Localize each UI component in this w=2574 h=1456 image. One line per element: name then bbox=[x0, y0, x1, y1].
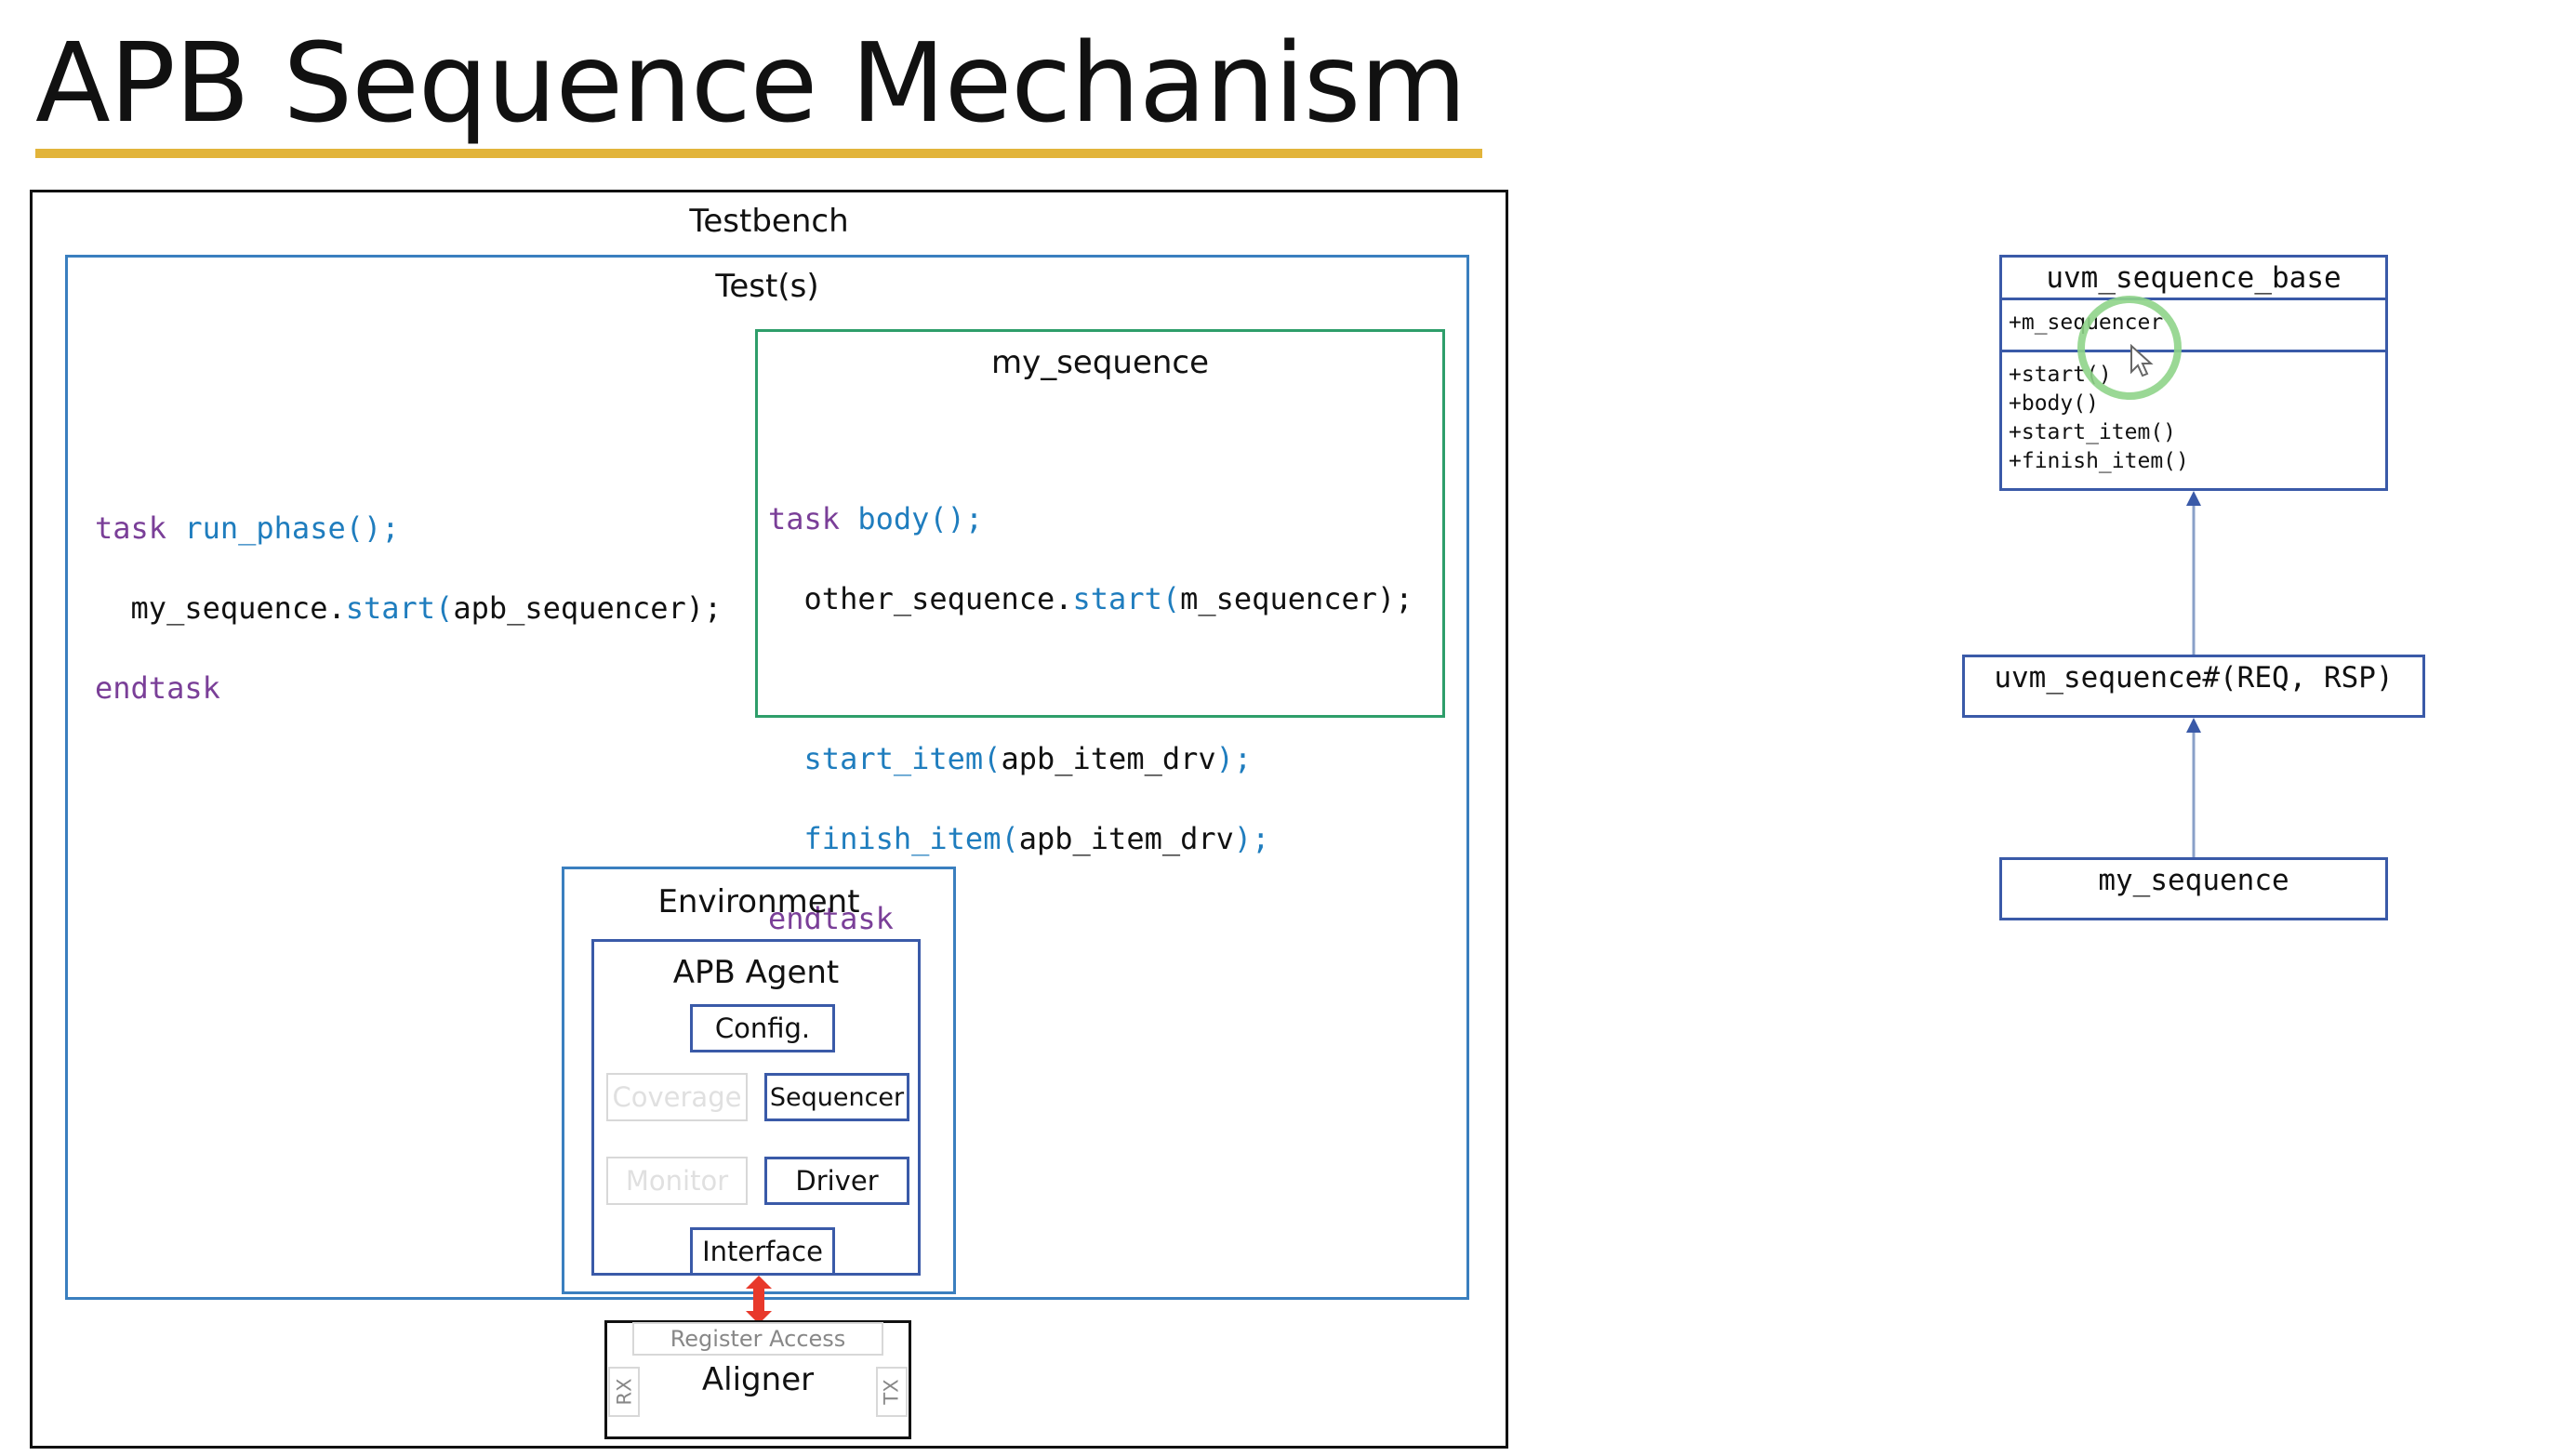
rx-port: RX bbox=[608, 1367, 640, 1417]
code-function: run_phase(); bbox=[184, 510, 400, 546]
uml-middle-name: uvm_sequence#(REQ, RSP) bbox=[1994, 661, 2394, 695]
code-line-endtask: endtask bbox=[95, 668, 722, 708]
monitor-block: Monitor bbox=[606, 1157, 748, 1205]
uml-base-class bbox=[1999, 255, 2388, 491]
uml-base-methods: +start() +body() +start_item() +finish_i… bbox=[2009, 361, 2189, 476]
inheritance-arrow-middle-to-base bbox=[2186, 491, 2201, 655]
driver-block: Driver bbox=[764, 1157, 909, 1205]
code-argument: apb_item_drv bbox=[1001, 741, 1216, 776]
inheritance-arrow-child-to-middle bbox=[2186, 718, 2201, 857]
my-sequence-label: my_sequence bbox=[990, 344, 1210, 381]
mouse-cursor-icon bbox=[2130, 344, 2154, 377]
code-end: ); bbox=[1233, 821, 1270, 856]
uml-child-name: my_sequence bbox=[2098, 864, 2289, 897]
code-object: my_sequence. bbox=[130, 590, 346, 626]
coverage-block: Coverage bbox=[606, 1073, 748, 1121]
code-keyword: task bbox=[95, 510, 167, 546]
uml-base-divider-1 bbox=[1999, 298, 2388, 300]
code-end: ); bbox=[1377, 581, 1413, 616]
code-argument: apb_item_drv bbox=[1018, 821, 1234, 856]
uml-base-name: uvm_sequence_base bbox=[2046, 261, 2342, 295]
sequencer-block: Sequencer bbox=[764, 1073, 909, 1121]
apb-agent-label: APB Agent bbox=[672, 954, 840, 991]
code-end: ); bbox=[685, 590, 723, 626]
code-line-start-item: start_item(apb_item_drv); bbox=[768, 739, 1413, 779]
tx-label: TX bbox=[881, 1379, 903, 1405]
uml-base-divider-2 bbox=[1999, 350, 2388, 352]
aligner-label: Aligner bbox=[701, 1361, 815, 1398]
run-phase-code: task run_phase(); my_sequence.start(apb_… bbox=[95, 469, 722, 748]
body-code: task body(); other_sequence.start(m_sequ… bbox=[768, 459, 1413, 979]
highlight-circle bbox=[2077, 296, 2182, 400]
code-argument: apb_sequencer bbox=[453, 590, 686, 626]
uml-method: +body() bbox=[2009, 391, 2099, 416]
rx-label: RX bbox=[612, 1378, 635, 1406]
code-function: start( bbox=[345, 590, 454, 626]
tx-port: TX bbox=[876, 1367, 908, 1417]
code-object: other_sequence. bbox=[803, 581, 1073, 616]
code-function: finish_item( bbox=[803, 821, 1019, 856]
testbench-box bbox=[30, 190, 1508, 1449]
environment-label: Environment bbox=[657, 883, 860, 920]
config-block: Config. bbox=[690, 1004, 835, 1052]
uml-method: +start_item() bbox=[2009, 420, 2177, 444]
code-keyword: endtask bbox=[95, 670, 220, 706]
title-underline bbox=[35, 149, 1482, 158]
uml-method: +finish_item() bbox=[2009, 449, 2189, 473]
code-keyword: task bbox=[768, 501, 841, 536]
code-line-other-start: other_sequence.start(m_sequencer); bbox=[768, 579, 1413, 619]
code-keyword: endtask bbox=[768, 901, 894, 936]
uml-child-class bbox=[1999, 857, 2388, 920]
code-line-task-run-phase: task run_phase(); bbox=[95, 509, 722, 549]
code-function: start( bbox=[1072, 581, 1181, 616]
interface-dut-arrow bbox=[746, 1276, 772, 1324]
register-access-block: Register Access bbox=[632, 1322, 883, 1356]
tests-box bbox=[65, 255, 1469, 1300]
code-line-finish-item: finish_item(apb_item_drv); bbox=[768, 819, 1413, 859]
testbench-label: Testbench bbox=[689, 203, 849, 240]
code-argument: m_sequencer bbox=[1180, 581, 1378, 616]
code-function: body(); bbox=[857, 501, 984, 536]
interface-block: Interface bbox=[690, 1227, 835, 1276]
page-title: APB Sequence Mechanism bbox=[35, 19, 1466, 147]
uml-middle-class bbox=[1962, 655, 2425, 718]
code-line-start-call: my_sequence.start(apb_sequencer); bbox=[95, 589, 723, 629]
tests-label: Test(s) bbox=[715, 268, 819, 305]
code-function: start_item( bbox=[803, 741, 1002, 776]
my-sequence-box bbox=[755, 329, 1445, 718]
code-end: ); bbox=[1215, 741, 1253, 776]
code-line-task-body: task body(); bbox=[768, 499, 1413, 539]
code-line-blank bbox=[768, 659, 1413, 699]
aligner-box bbox=[604, 1320, 911, 1439]
code-line-endtask: endtask bbox=[768, 899, 1413, 939]
